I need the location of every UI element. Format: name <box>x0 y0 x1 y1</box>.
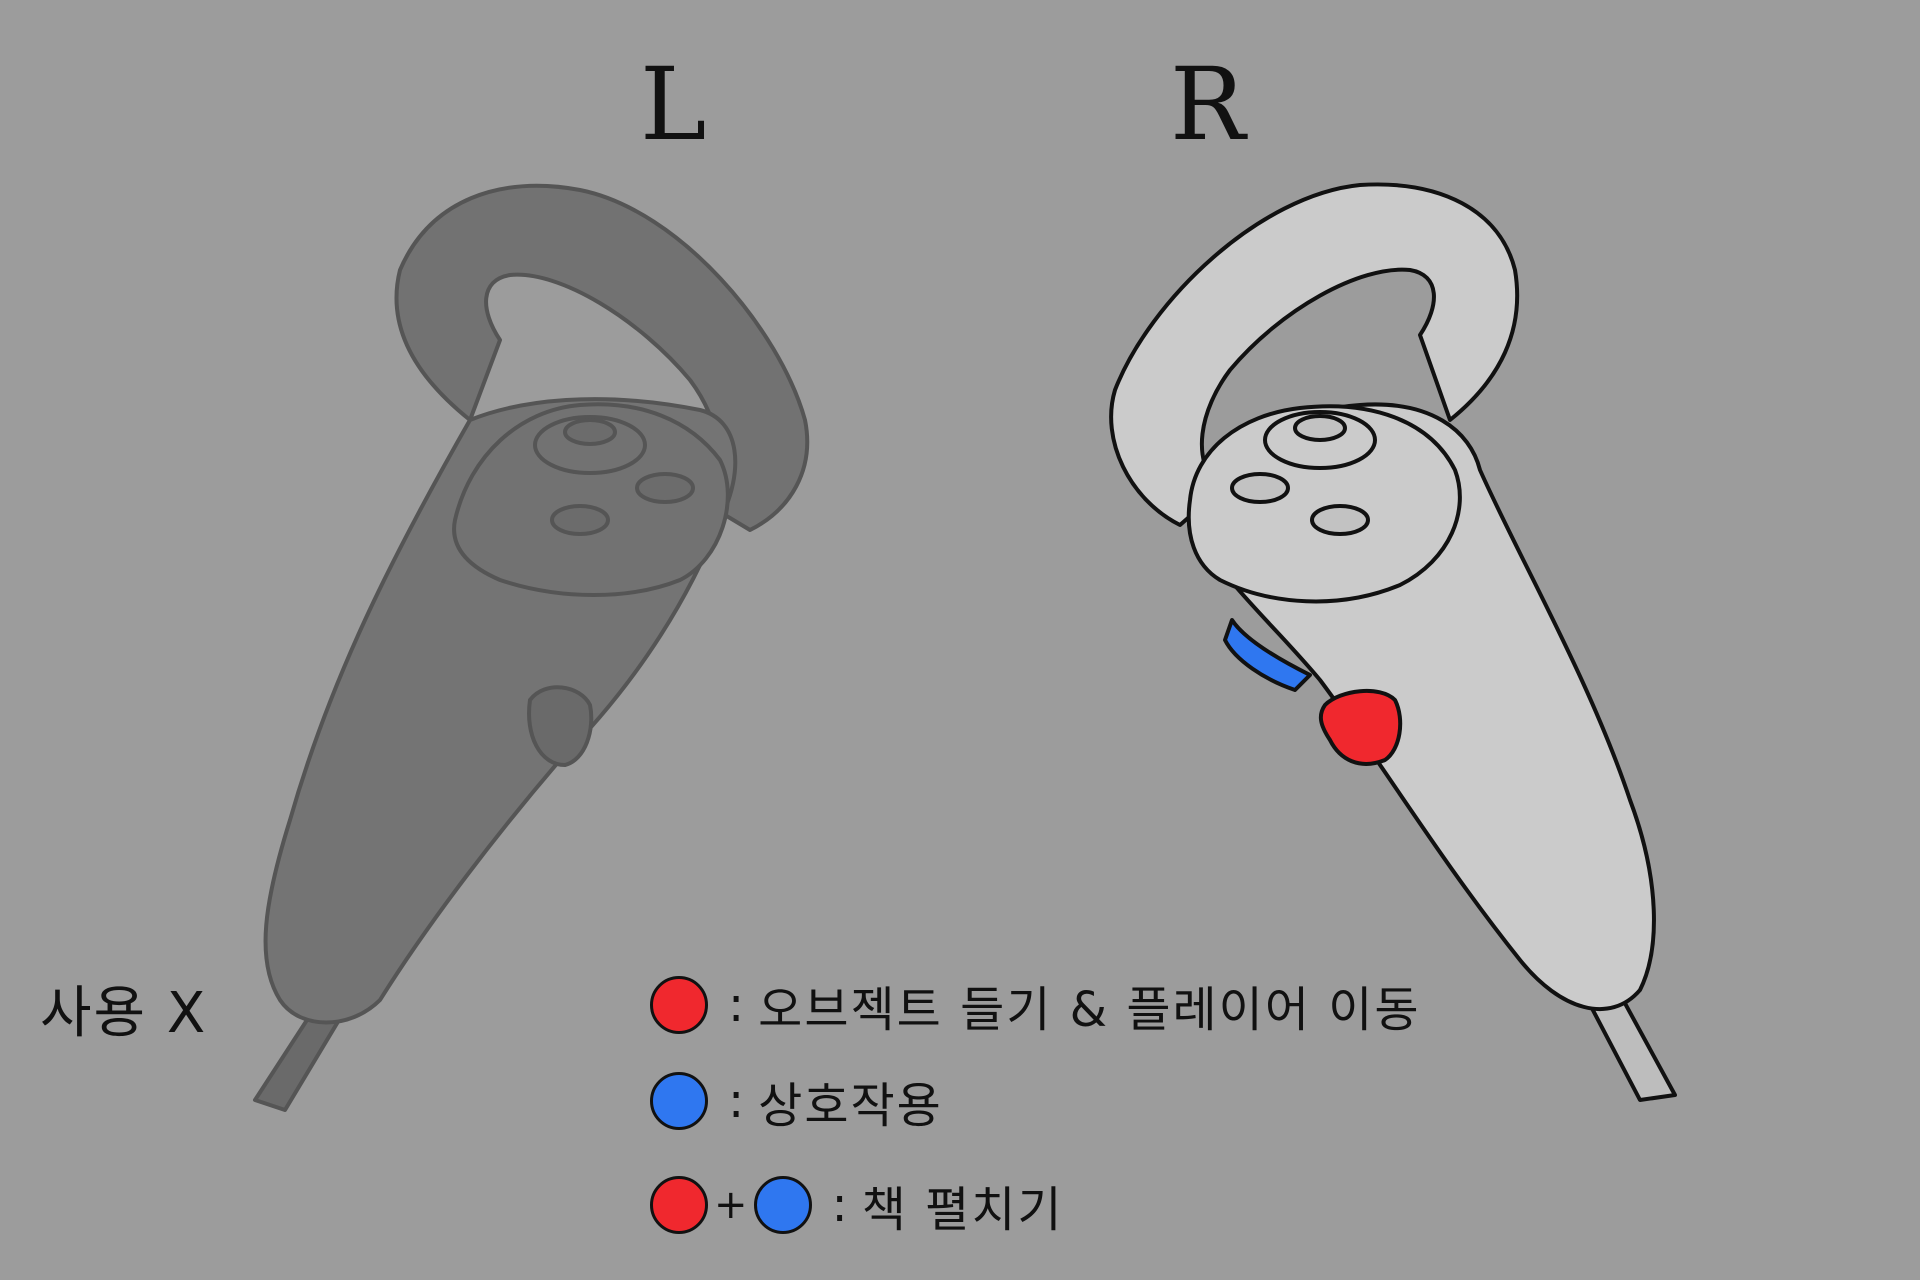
right-controller-illustration <box>1109 182 1677 1102</box>
left-button-y <box>635 472 695 504</box>
right-controller-label: R <box>1170 46 1246 163</box>
left-button-x <box>550 504 610 536</box>
left-controller-illustration <box>253 183 810 1112</box>
left-thumbstick-base <box>533 415 647 475</box>
right-face-plate <box>1186 404 1462 604</box>
legend-text-interact: 상호작용 <box>758 1078 943 1134</box>
legend-row-grab: : 오브젝트 들기 & 플레이어 이동 <box>650 970 1421 1040</box>
red-dot-icon <box>650 976 708 1034</box>
legend-colon: : <box>831 1177 848 1233</box>
right-thumbstick <box>1293 414 1347 442</box>
right-button-b <box>1230 472 1290 504</box>
blue-dot-icon <box>650 1072 708 1130</box>
left-face-plate <box>452 402 730 597</box>
right-thumbstick-base <box>1263 410 1377 470</box>
left-controller-label: L <box>640 46 707 163</box>
legend-text-open-book: 책 펼치기 <box>861 1182 1064 1238</box>
legend-text-grab: 오브젝트 들기 & 플레이어 이동 <box>758 982 1421 1038</box>
right-index-trigger-blue <box>1223 618 1312 692</box>
legend-colon: : <box>728 977 745 1033</box>
left-thumbstick <box>563 418 617 446</box>
right-grip-button-red <box>1318 688 1403 766</box>
left-grip-button <box>527 685 594 767</box>
red-dot-icon <box>650 1176 708 1234</box>
legend-colon: : <box>728 1073 745 1129</box>
right-button-a <box>1310 504 1370 536</box>
legend-row-open-book: + : 책 펼치기 <box>650 1170 1064 1240</box>
blue-dot-icon <box>753 1176 812 1234</box>
legend-row-interact: : 상호작용 <box>650 1066 943 1136</box>
unused-note: 사용 X <box>40 981 208 1046</box>
legend-plus: + <box>714 1182 748 1228</box>
